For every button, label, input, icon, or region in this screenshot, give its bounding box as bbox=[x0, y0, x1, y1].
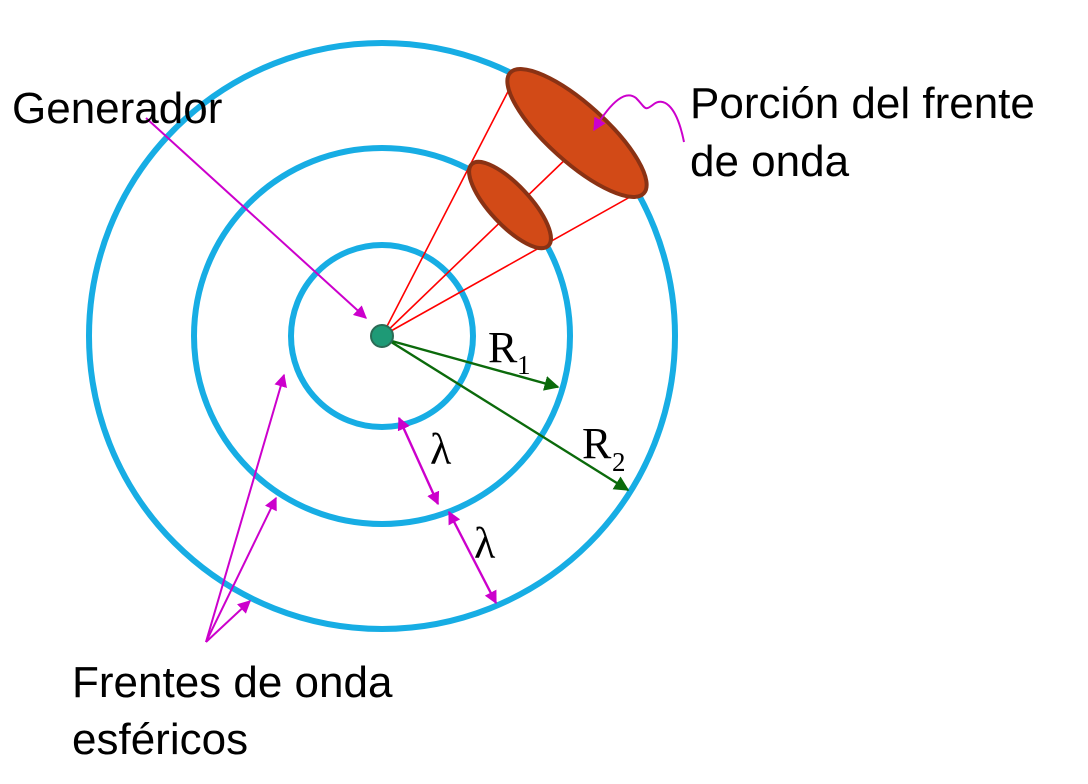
wavefront-pointer-outer bbox=[205, 600, 251, 643]
radius-r1-subscript: 1 bbox=[517, 350, 531, 380]
generator-source bbox=[370, 324, 394, 348]
radius-r2-letter: R bbox=[582, 419, 612, 468]
wavefront-outer bbox=[86, 40, 678, 632]
generator-label: Generador bbox=[12, 84, 222, 133]
wavefront-middle bbox=[191, 145, 573, 527]
fronts-label-line2: esféricos bbox=[72, 715, 248, 764]
radius-r1-letter: R bbox=[488, 323, 518, 372]
radius-r2-arrow bbox=[387, 338, 630, 492]
radius-r1-arrow bbox=[387, 338, 560, 391]
ray-lower bbox=[381, 187, 647, 337]
ray-upper bbox=[381, 75, 517, 337]
wavefront-portion-outer bbox=[505, 67, 649, 199]
portion-pointer-arrow bbox=[593, 94, 685, 143]
wavefront-pointer-inner bbox=[205, 373, 287, 643]
wavefront-portion-inner bbox=[467, 159, 553, 251]
wavelength-arrow-outer bbox=[447, 510, 498, 605]
wavefront-pointer-middle bbox=[205, 496, 277, 643]
radius-r1-label: R 1 bbox=[488, 323, 531, 380]
portion-label-line2: de onda bbox=[690, 137, 850, 186]
radius-r2-label: R 2 bbox=[582, 419, 626, 477]
wavefront-inner bbox=[288, 242, 476, 430]
wavelength-label-inner: λ bbox=[430, 425, 452, 474]
portion-label-line1: Porción del frente bbox=[690, 79, 1035, 128]
radius-r2-subscript: 2 bbox=[612, 447, 626, 477]
rays bbox=[381, 75, 647, 337]
ray-middle bbox=[381, 127, 599, 337]
wavelength-arrow-inner bbox=[397, 416, 440, 506]
generator-pointer-arrow bbox=[145, 117, 367, 319]
fronts-label-line1: Frentes de onda bbox=[72, 658, 393, 707]
wavelength-label-outer: λ bbox=[474, 519, 496, 568]
wavefront-pointers bbox=[205, 373, 287, 643]
